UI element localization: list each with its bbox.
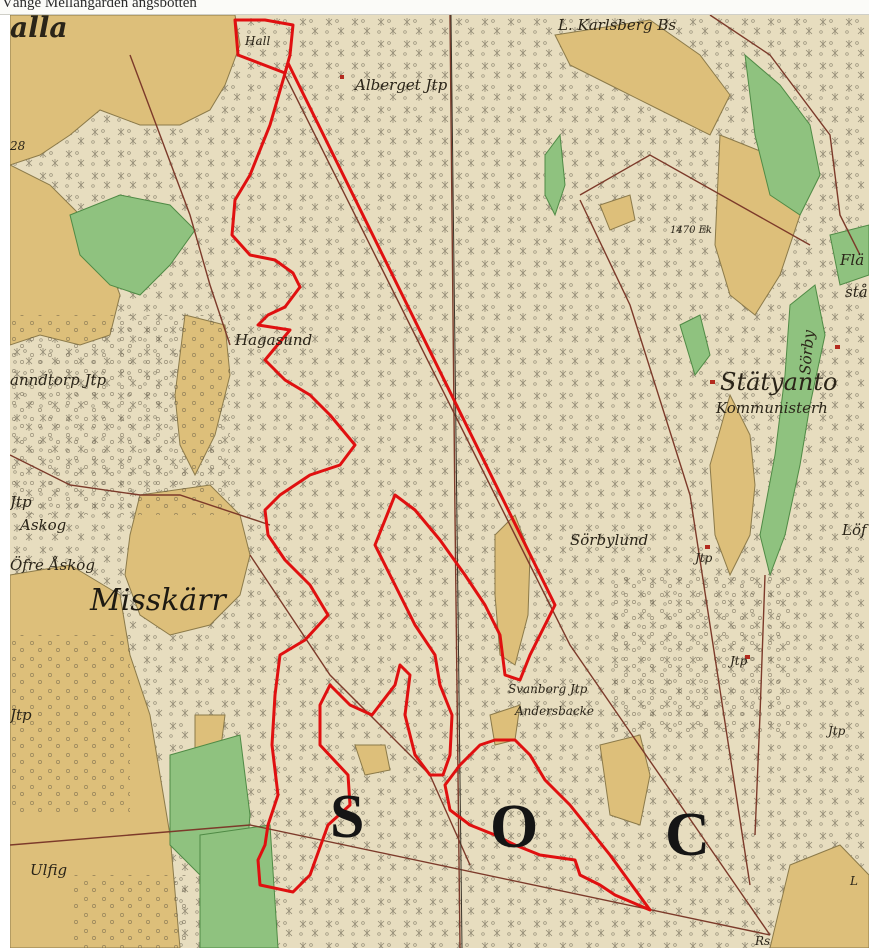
label-sorby: Sörby <box>796 329 818 375</box>
label-L: L <box>849 874 858 888</box>
label-statyanto: Stätyanto <box>720 368 837 396</box>
label-sorbylund: Sörbylund <box>570 531 648 549</box>
label-jtp-bottom-left: Jtp <box>10 706 32 724</box>
label-alla: alla <box>10 15 68 44</box>
map-viewport[interactable]: alla L. Karlsberg Bs Hall Alberget Jtp 2… <box>10 15 869 948</box>
label-kommunisterh: Kommunisterh <box>715 399 828 417</box>
study-area-boundary[interactable] <box>230 18 652 912</box>
label-jtp-far-right: Jtp <box>825 724 846 738</box>
house-markers <box>340 75 840 659</box>
label-ofre-askog: Öfre Åskog <box>10 556 95 574</box>
boundary-main[interactable] <box>230 61 557 894</box>
label-alberget: Alberget Jtp <box>353 76 448 94</box>
label-ulfig: Ulfig <box>30 861 67 879</box>
label-askog: Askog <box>18 516 66 534</box>
label-svanborg: Svanborg Jtp <box>508 682 588 696</box>
label-lof: Löf <box>841 521 869 539</box>
label-hall: Hall <box>244 34 270 48</box>
label-hagasund: Hagasund <box>234 331 312 349</box>
label-jtp-sorbylund: Jtp <box>692 551 713 565</box>
label-elev-28: 28 <box>10 139 26 153</box>
meridian-line <box>450 15 463 948</box>
label-andersbacke: Andersbacke <box>514 704 594 718</box>
label-jtp-right: Jtp <box>727 654 748 668</box>
label-rs: Rs <box>754 934 770 948</box>
label-jtp-left: Jtp <box>10 493 32 511</box>
boundary-south[interactable] <box>443 738 652 912</box>
place-labels: alla L. Karlsberg Bs Hall Alberget Jtp 2… <box>10 15 869 948</box>
top-strip-text: Vänge Mellangården ängsbotten <box>2 0 197 11</box>
label-misskarr: Misskärr <box>89 583 228 618</box>
label-soc-s: S <box>330 783 364 851</box>
pasture-dots <box>10 315 790 948</box>
label-elev-1470: 1470 Ek <box>670 225 712 236</box>
roads <box>10 15 861 948</box>
boundary-hall-parcel[interactable] <box>233 18 295 75</box>
label-sta: stå <box>845 283 868 301</box>
historic-map[interactable]: alla L. Karlsberg Bs Hall Alberget Jtp 2… <box>10 15 869 948</box>
label-soc-o: O <box>490 793 538 861</box>
label-karlsberg: L. Karlsberg Bs <box>557 16 676 34</box>
meadow-patches <box>69 53 869 948</box>
label-fla: Flä <box>839 251 864 269</box>
label-soc-c: C <box>665 801 710 869</box>
top-strip: Vänge Mellangården ängsbotten <box>0 0 869 15</box>
label-anndtorp: anndtorp Jtp <box>10 371 107 389</box>
